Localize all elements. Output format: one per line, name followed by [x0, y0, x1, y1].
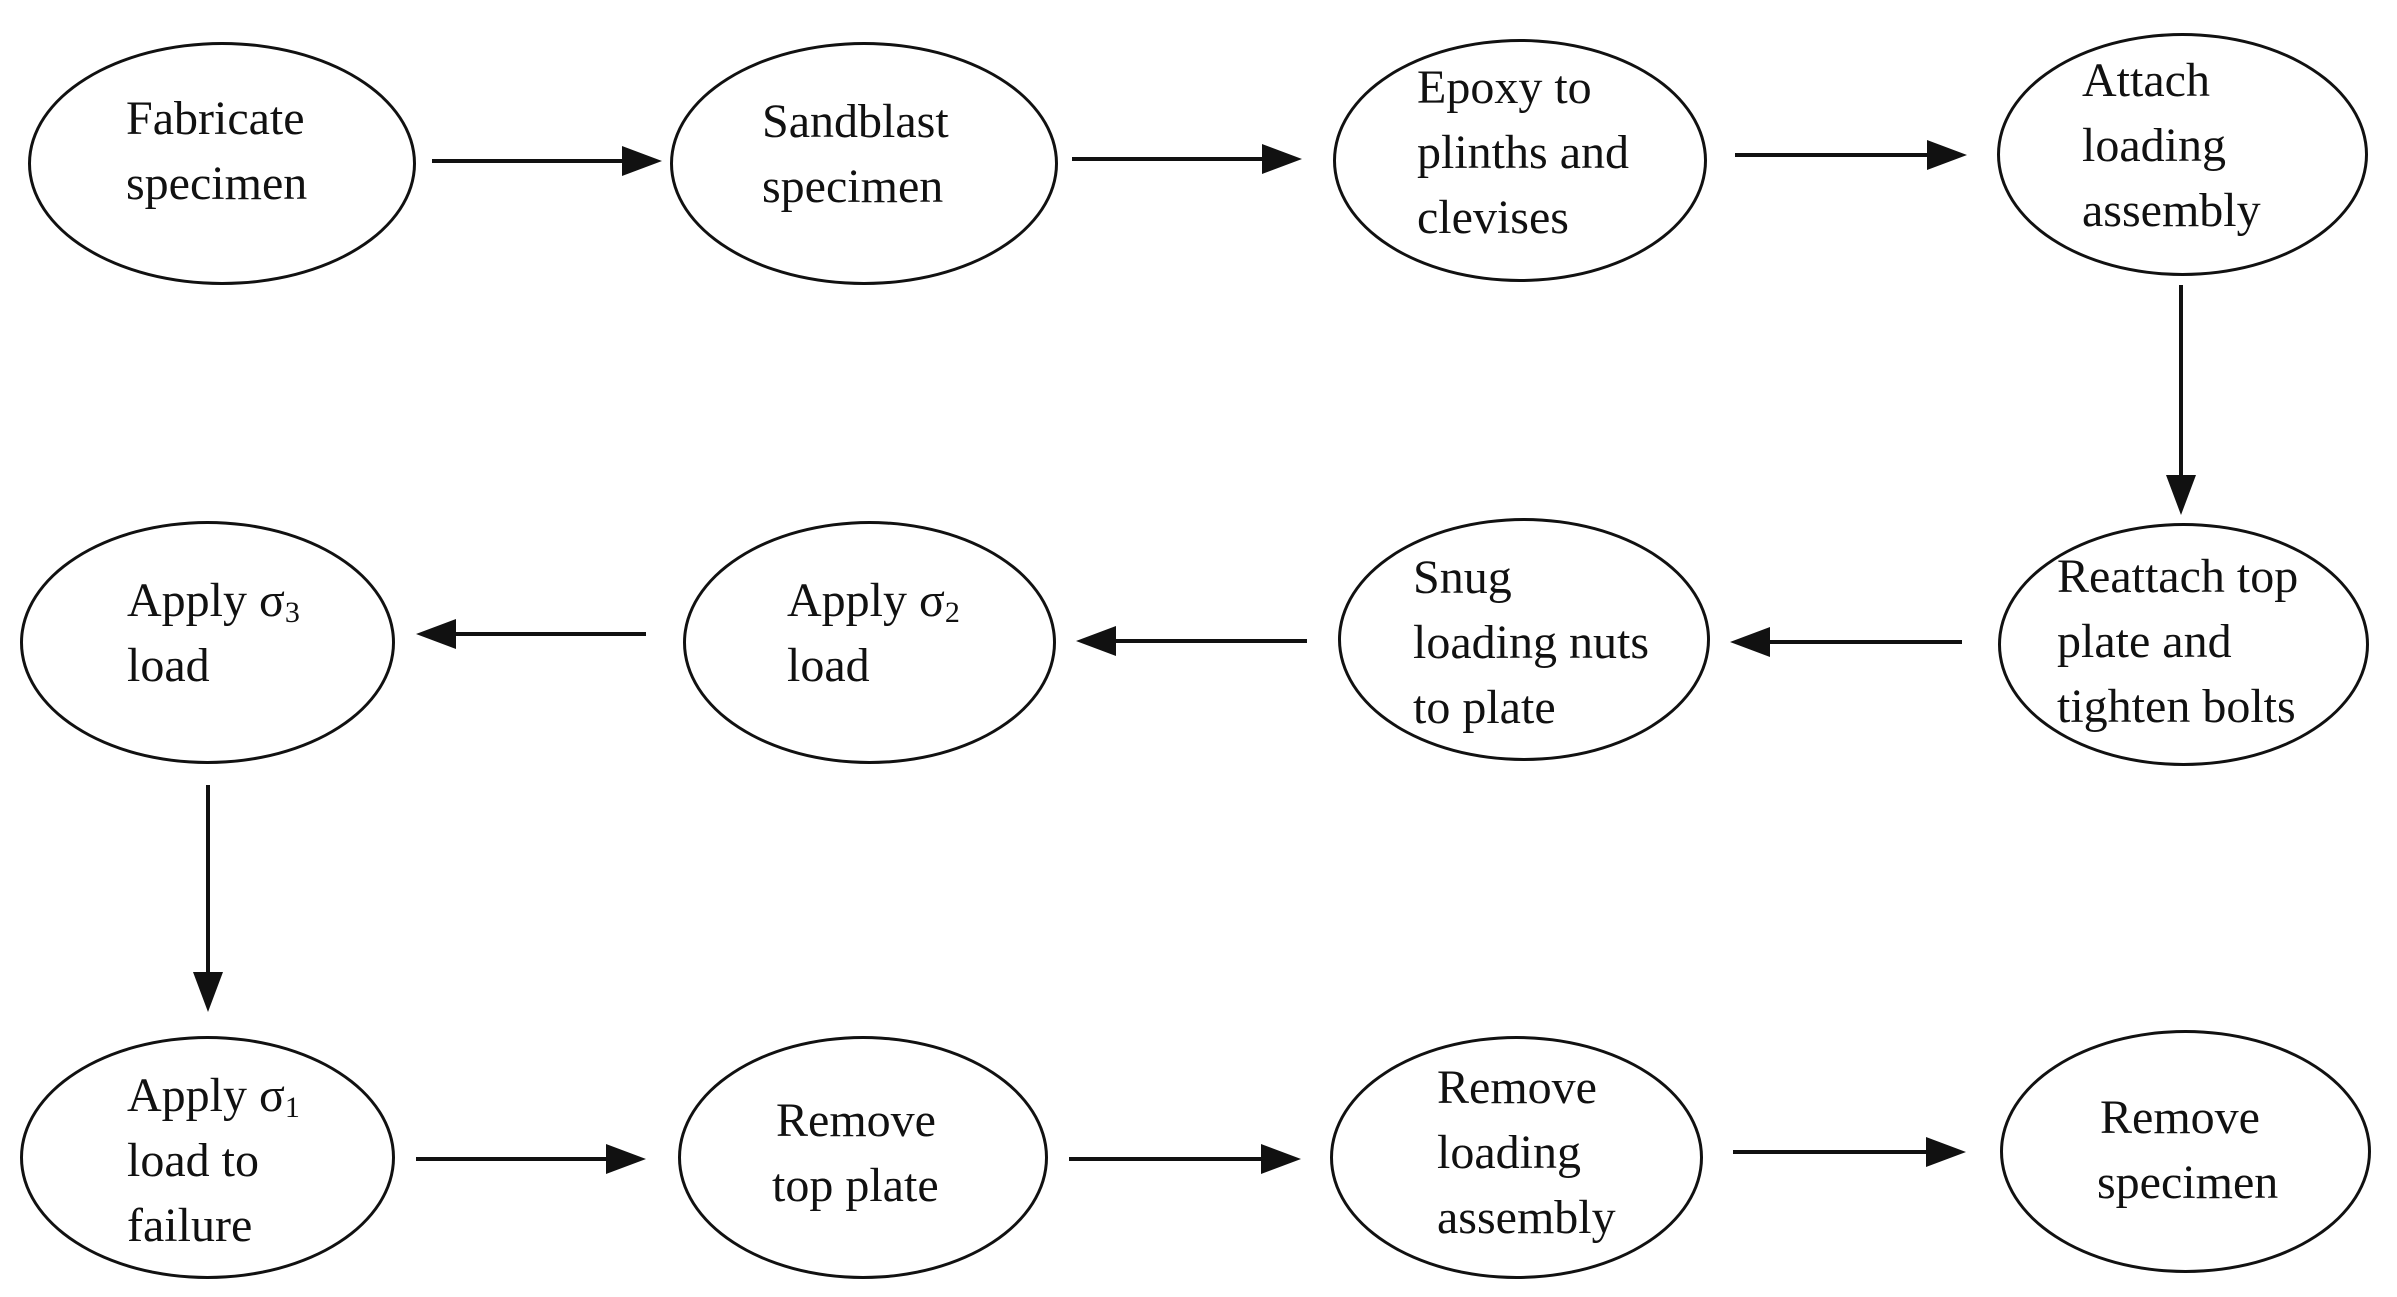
label-apply-sigma2: Apply σ2 load	[787, 574, 960, 692]
arrowhead-icon	[1261, 1144, 1301, 1174]
arrowhead-icon	[416, 619, 456, 649]
arrowhead-icon	[2166, 475, 2196, 515]
label-snug-loading-nuts: Snug loading nuts to plate	[1413, 551, 1649, 734]
label-apply-sigma3: Apply σ3 load	[127, 574, 300, 692]
arrowhead-icon	[1730, 627, 1770, 657]
label-sandblast-specimen: Sandblast specimen	[762, 95, 949, 213]
node-reattach-top-plate	[1998, 523, 2369, 766]
label-reattach-top-plate: Reattach top plate and tighten bolts	[2057, 550, 2299, 733]
arrowhead-icon	[606, 1144, 646, 1174]
node-apply-sigma3	[20, 521, 395, 764]
node-fabricate-specimen	[28, 42, 416, 285]
arrowhead-icon	[1927, 140, 1967, 170]
node-apply-sigma1	[20, 1036, 395, 1279]
label-remove-specimen: Remove specimen	[2097, 1091, 2279, 1209]
label-remove-loading-assembly: Remove loading assembly	[1437, 1061, 1616, 1244]
label-attach-loading-assembly: Attach loading assembly	[2082, 54, 2261, 237]
node-sandblast-specimen	[670, 42, 1058, 285]
node-snug-loading-nuts	[1338, 518, 1710, 761]
arrowhead-icon	[622, 146, 662, 176]
node-apply-sigma2	[683, 521, 1056, 764]
label-fabricate-specimen: Fabricate specimen	[126, 92, 308, 210]
arrowhead-icon	[1926, 1137, 1966, 1167]
label-remove-top-plate: Remove top plate	[772, 1094, 939, 1212]
node-remove-top-plate	[678, 1036, 1048, 1279]
arrowhead-icon	[193, 972, 223, 1012]
node-attach-loading-assembly	[1997, 33, 2368, 276]
node-remove-loading-assembly	[1330, 1036, 1703, 1279]
arrowhead-icon	[1262, 144, 1302, 174]
label-epoxy: Epoxy to plinths and clevises	[1417, 61, 1629, 244]
arrowhead-icon	[1076, 626, 1116, 656]
label-apply-sigma1: Apply σ1 load to failure	[127, 1069, 300, 1252]
node-remove-specimen	[2000, 1030, 2371, 1273]
node-epoxy	[1333, 39, 1707, 282]
